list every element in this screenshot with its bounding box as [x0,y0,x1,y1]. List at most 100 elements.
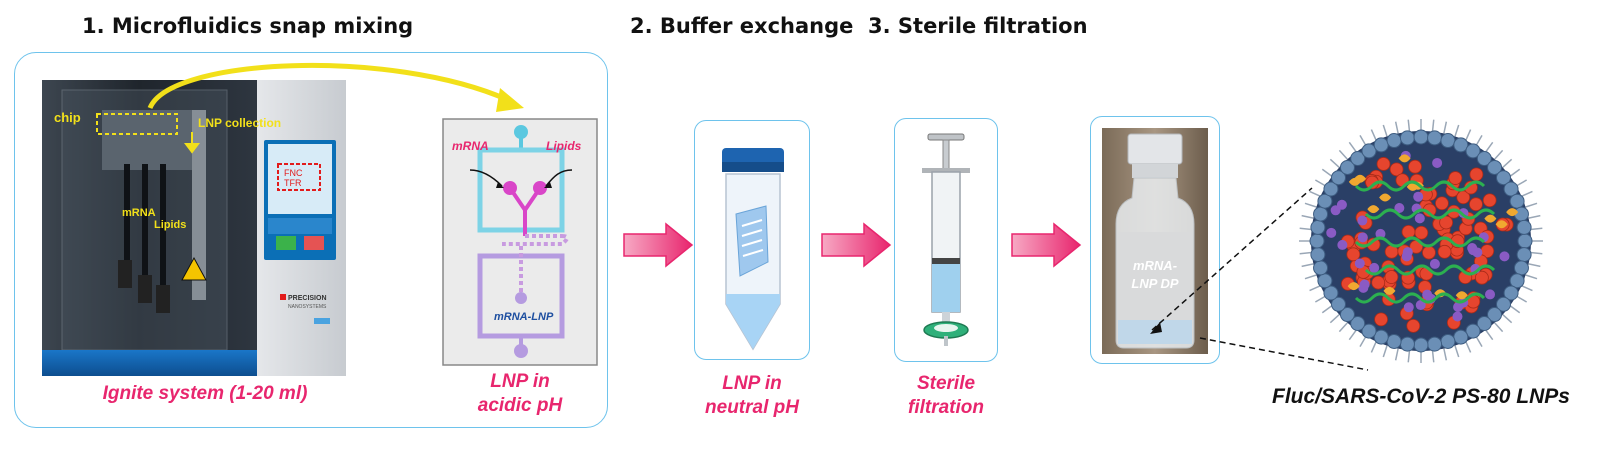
lnp-lipid-head [1373,137,1389,153]
lnp-ionizable-lipid [1408,159,1422,174]
lnp-lipid-head [1487,307,1503,323]
lnp-helper-lipid [1336,199,1347,210]
lnp-lipid-head [1373,329,1389,345]
lnp-peg-chain [1348,141,1357,153]
centrifuge-tube [710,144,796,354]
lnp-helper-lipid [1369,262,1380,273]
chip-mrna-label: mRNA [452,139,489,153]
lnp-peg-chain [1309,190,1321,197]
tube-caption: LNP in neutral pH [705,373,799,418]
lnp-ionizable-lipid [1414,225,1429,240]
lnp-lipid-head [1513,206,1529,222]
lnp-peg-chain [1528,263,1541,268]
lnp-helper-lipid [1403,302,1414,313]
lnp-lipid-head [1440,333,1456,349]
lnp-peg-chain [1530,227,1543,231]
lnp-peg-chain [1382,124,1388,137]
lnp-peg-chain [1299,251,1312,255]
lnp-lipid-head [1386,133,1402,149]
lnp-lipid-head [1309,233,1325,249]
lnp-peg-chain [1394,121,1399,134]
chip-label: chip [54,110,81,125]
lnp-ionizable-lipid [1401,224,1416,239]
lnp-lipid-head [1465,143,1481,159]
lnp-peg-chain [1485,329,1494,341]
lnp-cholesterol [1379,193,1392,202]
lnp-cholesterol [1398,154,1411,163]
collection-label: LNP collection [198,116,281,130]
process-arrow-2 [821,222,892,268]
lnp-peg-chain [1515,179,1528,187]
lnp-helper-lipid [1422,289,1433,300]
process-arrow-3 [1011,222,1082,268]
lnp-peg-chain [1521,190,1533,197]
lnp-peg-chain [1359,134,1367,147]
lnp-peg-chain [1321,305,1333,314]
lnp-lipid-head [1509,273,1525,289]
chip-caption: LNP in acidic pH [477,371,563,416]
lnp-cholesterol [1383,286,1396,295]
transfer-arrow [147,63,524,112]
lnp-helper-lipid [1402,247,1413,258]
lnp-lipid-head [1399,130,1415,146]
lnp-lipid-head [1476,316,1492,332]
lnp-peg-chain [1525,274,1538,280]
lnp-peg-chain [1431,350,1435,363]
lnp-lipid-head [1350,150,1366,166]
lnp-ionizable-lipid [1374,312,1388,327]
lnp-peg-chain [1443,348,1448,361]
lnp-peg-chain [1465,129,1472,141]
lnp-peg-chain [1304,202,1317,208]
lnp-cholesterol [1406,182,1419,191]
lnp-lipid-head [1413,337,1429,353]
brand-text-1: PRECISION [288,295,327,302]
lnp-lipid-head [1413,129,1429,145]
lnp-ionizable-lipid [1435,196,1449,211]
lnp-cholesterol [1506,208,1519,217]
lnp-lipid-head [1317,273,1333,289]
lnp-peg-chain [1528,214,1541,219]
lnp-mrna-strand [1364,264,1496,276]
lnp-lipid-head [1361,143,1377,159]
lnp-helper-lipid [1499,251,1510,262]
screen-text-tfr: TFR [284,178,302,188]
lnp-lipid-head [1399,336,1415,352]
lnp-ionizable-lipid [1448,171,1463,185]
lnp-peg-chain [1314,295,1327,303]
lnp-peg-chain [1359,335,1367,348]
lnp-peg-chain [1321,168,1333,177]
lnp-ionizable-lipid [1474,270,1489,285]
lnp-helper-lipid [1354,258,1365,269]
syringe-caption: Sterile filtration [908,373,984,418]
lnp-peg-chain [1329,314,1340,324]
lnp-ionizable-lipid [1346,247,1361,262]
lnp-peg-chain [1494,149,1504,160]
lnp-peg-chain [1309,285,1321,292]
lnp-peg-chain [1407,350,1411,363]
lnp-peg-chain [1382,345,1388,358]
lnp-peg-chain [1314,179,1327,187]
process-arrow-1 [623,222,694,268]
lnp-peg-chain [1475,335,1483,348]
lnp-caption: Fluc/SARS-CoV-2 PS-80 LNPs [1272,385,1570,408]
lnp-mrna-strand [1354,180,1486,192]
lnp-peg-chain [1301,263,1314,268]
lnp-helper-lipid [1394,203,1405,214]
lnp-helper-lipid [1432,157,1443,168]
step-3-title: 3. Sterile filtration [868,14,1088,38]
lnp-cholesterol [1455,291,1468,300]
lnp-lipid-head [1427,130,1443,146]
lnp-lipid-head [1509,193,1525,209]
lnp-lipid-head [1339,307,1355,323]
lnp-peg-chain [1370,341,1377,353]
lnp-lipid-head [1503,285,1519,301]
lnp-peg-chain [1454,345,1460,358]
lnp-peg-chain [1509,168,1521,177]
lnp-helper-lipid [1415,300,1426,311]
vial-label-line1: mRNA- [1133,258,1177,273]
lnp-peg-chain [1502,314,1513,324]
lnp-peg-chain [1521,285,1533,292]
lnp-lipid-head [1517,233,1533,249]
brand-text-2: NANOSYSTEMS [288,304,327,310]
lnp-cholesterol [1367,205,1380,214]
